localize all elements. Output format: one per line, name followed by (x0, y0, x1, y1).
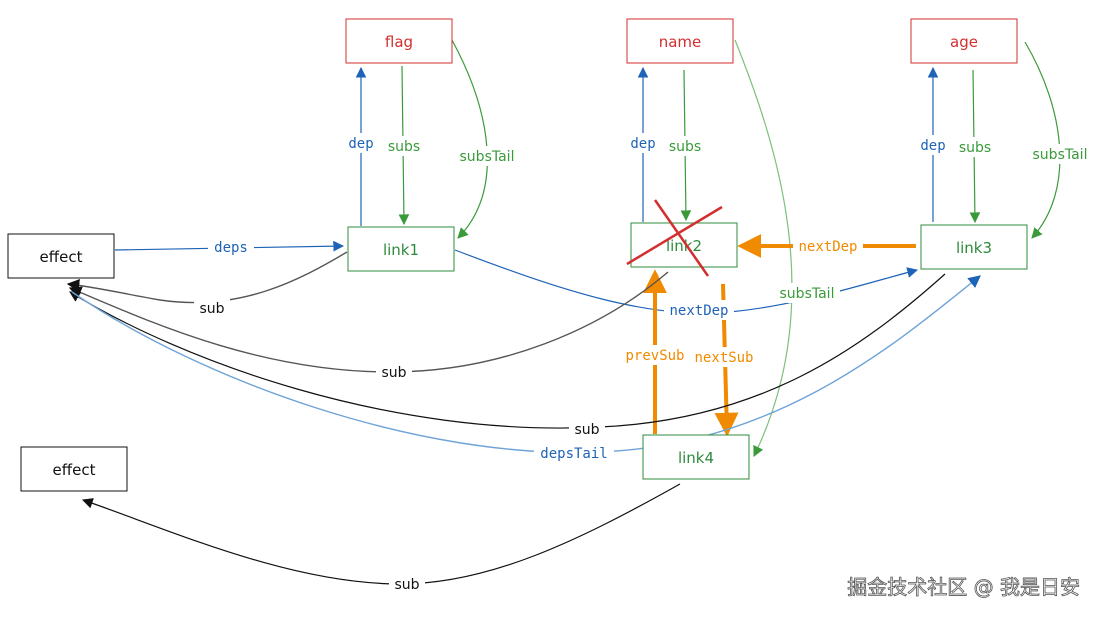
node-link3: link3 (920, 224, 1028, 270)
node-effect-top: effect (7, 233, 115, 279)
label-dep-name: dep (625, 133, 661, 153)
node-link1-label: link1 (383, 241, 419, 259)
svg-text:dep: dep (348, 136, 373, 152)
label-sub-link4: sub (389, 574, 425, 594)
svg-text:subsTail: subsTail (780, 286, 835, 302)
node-name-label: name (659, 33, 702, 51)
svg-text:nextSub: nextSub (694, 350, 753, 366)
svg-text:sub: sub (199, 301, 224, 317)
svg-text:subs: subs (669, 139, 701, 155)
svg-text:nextDep: nextDep (669, 303, 728, 319)
svg-text:deps: deps (214, 240, 248, 256)
label-sub-link2: sub (376, 362, 412, 382)
edge-link2-sub-effect (68, 271, 669, 373)
label-nextsub: nextSub (690, 347, 758, 367)
node-effect-bottom: effect (20, 446, 128, 492)
node-effect-bottom-label: effect (53, 461, 96, 479)
label-substail-flag: subsTail (454, 146, 520, 166)
node-age-label: age (950, 33, 978, 51)
label-nextdep-link3: nextDep (793, 236, 863, 256)
cross-mark-icon (626, 199, 723, 277)
node-name: name (626, 18, 734, 64)
label-sub-link1: sub (194, 298, 230, 318)
label-subs-age: subs (954, 137, 996, 157)
edge-age-substail-link3 (1024, 41, 1061, 239)
label-dep-flag: dep (343, 133, 379, 153)
edge-link1-sub-effect (66, 251, 348, 304)
node-flag: flag (345, 18, 453, 64)
svg-text:sub: sub (394, 577, 419, 593)
label-substail-age: subsTail (1027, 144, 1093, 164)
node-link3-label: link3 (956, 239, 992, 257)
node-age: age (910, 18, 1018, 64)
label-deps: deps (208, 237, 254, 257)
watermark-text: 掘金技术社区 @ 我是日安 (847, 575, 1080, 599)
label-subs-flag: subs (383, 136, 425, 156)
node-link4: link4 (642, 434, 750, 480)
svg-text:sub: sub (574, 422, 599, 438)
node-flag-label: flag (385, 33, 413, 51)
node-link4-label: link4 (678, 449, 714, 467)
edge-link4-sub-effect-bottom (81, 483, 681, 585)
svg-text:prevSub: prevSub (625, 348, 684, 364)
svg-text:sub: sub (381, 365, 406, 381)
edge-name-substail-link4 (734, 39, 793, 457)
label-prevsub: prevSub (620, 345, 690, 365)
node-link1: link1 (347, 226, 455, 272)
svg-text:subsTail: subsTail (460, 149, 515, 165)
label-subs-name: subs (664, 136, 706, 156)
label-sub-link3: sub (569, 419, 605, 439)
label-substail-name: subsTail (774, 283, 840, 303)
node-effect-top-label: effect (40, 248, 83, 266)
svg-text:dep: dep (630, 136, 655, 152)
label-depstail: depsTail (534, 443, 614, 463)
label-nextdep-link1: nextDep (664, 300, 734, 320)
node-link2-label: link2 (666, 237, 702, 255)
svg-text:subsTail: subsTail (1033, 147, 1088, 163)
svg-text:depsTail: depsTail (540, 446, 607, 462)
edge-flag-substail-link1 (451, 39, 488, 239)
svg-text:subs: subs (959, 140, 991, 156)
label-dep-age: dep (915, 135, 951, 155)
svg-text:nextDep: nextDep (798, 239, 857, 255)
svg-text:subs: subs (388, 139, 420, 155)
svg-text:dep: dep (920, 138, 945, 154)
